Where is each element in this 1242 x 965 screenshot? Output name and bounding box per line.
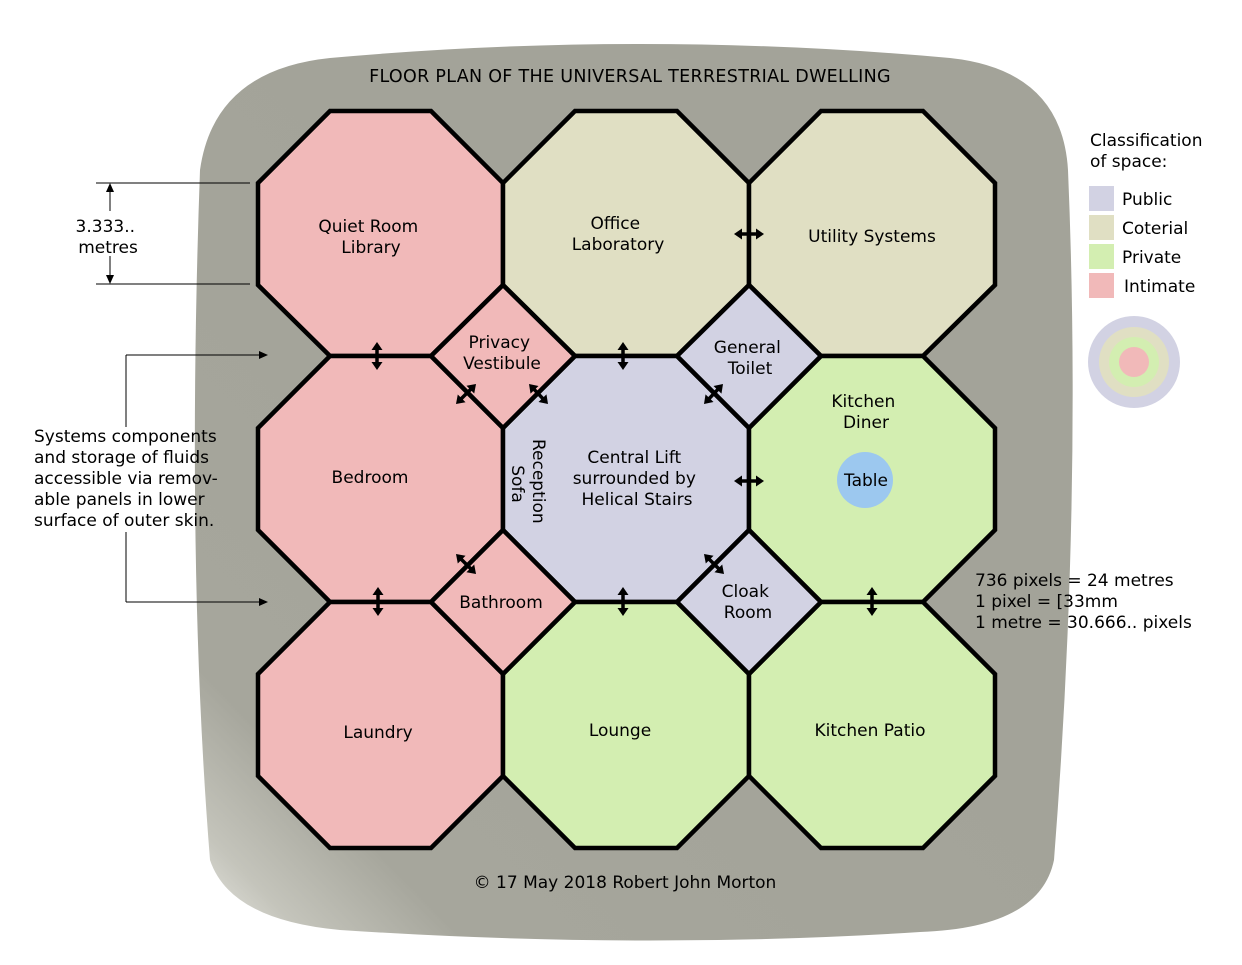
- dimension-marker: 3.333.. metres: [76, 182, 250, 285]
- label-general-toilet: General Toilet: [714, 338, 786, 379]
- legend-swatch-public: [1089, 186, 1114, 211]
- systems-note: Systems components and storage of fluids…: [34, 351, 268, 606]
- legend-label-intimate: Intimate: [1124, 277, 1195, 297]
- door-arrow-toilet-central: [704, 384, 723, 404]
- door-arrows: [371, 228, 878, 616]
- label-privacy-vestibule: Privacy Vestibule: [463, 333, 541, 374]
- scale-notes: 736 pixels = 24 metres 1 pixel = [33mm 1…: [975, 571, 1192, 633]
- room-general-toilet[interactable]: [673, 281, 825, 432]
- room-cloak-room[interactable]: [673, 526, 825, 678]
- systems-note-text: Systems components and storage of fluids…: [34, 427, 223, 531]
- door-arrow-central-kitchen: [734, 475, 764, 487]
- door-arrow-office-central: [617, 342, 629, 370]
- label-quiet-room-library: Quiet Room Library: [318, 217, 423, 258]
- label-kitchen-diner: Kitchen Diner: [831, 392, 900, 433]
- copyright-text: © 17 May 2018 Robert John Morton: [474, 873, 777, 893]
- door-arrow-vestibule-central: [529, 384, 548, 404]
- door-arrow-central-lounge: [617, 587, 629, 616]
- label-reception-sofa: Reception Sofa: [507, 439, 548, 529]
- dimension-label: 3.333.. metres: [76, 217, 141, 258]
- label-bedroom: Bedroom: [332, 468, 409, 488]
- label-kitchen-patio: Kitchen Patio: [815, 721, 926, 741]
- diagram-title: FLOOR PLAN OF THE UNIVERSAL TERRESTRIAL …: [369, 67, 891, 87]
- label-table: Table: [843, 471, 888, 491]
- note-arrowhead-upper: [259, 351, 268, 359]
- room-privacy-vestibule[interactable]: [427, 281, 579, 432]
- label-bathroom: Bathroom: [459, 593, 543, 613]
- legend-ring-intimate: [1119, 347, 1149, 377]
- door-arrow-quiet-bedroom: [371, 342, 383, 370]
- dimension-arrowhead-up: [106, 183, 114, 192]
- legend-swatch-private: [1089, 244, 1114, 269]
- door-arrow-vestibule-bedroom: [456, 384, 476, 404]
- legend: Classification of space: Public Coterial…: [1088, 131, 1208, 408]
- room-kitchen-patio[interactable]: [746, 599, 998, 851]
- door-arrow-office-utility: [734, 228, 764, 240]
- label-laundry: Laundry: [343, 723, 412, 743]
- door-arrow-bedroom-laundry: [372, 587, 384, 616]
- dimension-arrowhead-down: [106, 275, 114, 284]
- door-arrow-bathroom-bedroom: [456, 554, 476, 574]
- legend-label-public: Public: [1122, 190, 1172, 210]
- door-arrow-kitchen-patio: [866, 587, 878, 616]
- door-arrow-cloak-central: [704, 554, 724, 574]
- legend-heading: Classification of space:: [1090, 131, 1208, 172]
- legend-label-coterial: Coterial: [1122, 219, 1188, 239]
- label-cloak-room: Cloak Room: [722, 582, 775, 623]
- legend-label-private: Private: [1122, 248, 1181, 268]
- label-central-lift: Central Lift surrounded by Helical Stair…: [573, 448, 702, 510]
- legend-swatch-intimate: [1089, 273, 1114, 298]
- label-office-laboratory: Office Laboratory: [572, 214, 665, 255]
- table-circle[interactable]: [837, 452, 893, 508]
- note-arrowhead-lower: [259, 598, 268, 606]
- label-lounge: Lounge: [589, 721, 651, 741]
- legend-swatch-coterial: [1089, 215, 1114, 240]
- label-utility-systems: Utility Systems: [808, 227, 936, 247]
